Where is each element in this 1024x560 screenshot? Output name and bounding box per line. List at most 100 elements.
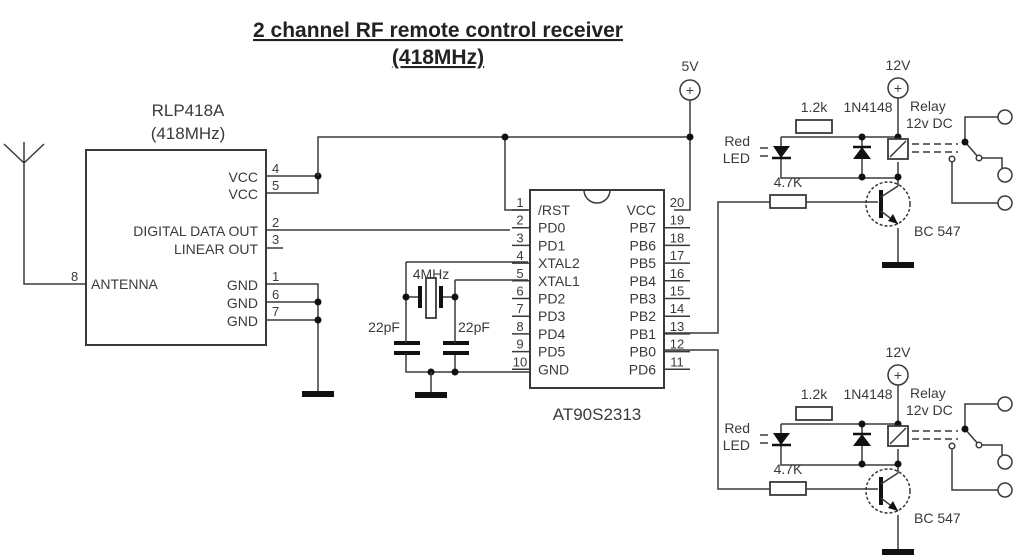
plus-sign: + (894, 80, 902, 96)
mcu-pin-label: PB0 (630, 344, 657, 360)
mcu-pin-label: PB5 (630, 255, 657, 271)
mcu-pin-label: /RST (538, 202, 570, 218)
supply-12v-label: 12V (886, 344, 912, 360)
transistor-label: BC 547 (914, 510, 961, 526)
plus-sign: + (686, 82, 694, 98)
resistor-4-7k (769, 194, 807, 209)
diode-icon (853, 145, 871, 159)
diode-icon (853, 432, 871, 446)
mcu-pin-number: 11 (670, 354, 684, 369)
base-resistor-label: 4.7K (774, 174, 803, 190)
mcu-pin-label: PD0 (538, 220, 565, 236)
led-resistor-label: 1.2k (801, 386, 828, 402)
supply-5v-label: 5V (681, 58, 699, 74)
mcu-pin-number: 17 (670, 248, 684, 263)
capacitor-icon (394, 341, 420, 355)
supply-5v: 5V + (679, 58, 701, 101)
pin-label: GND (227, 277, 258, 293)
mcu-name: AT90S2313 (553, 405, 642, 424)
pin-number: 4 (272, 161, 279, 176)
mcu-pin-number: 18 (670, 230, 684, 245)
relay-coil-icon (887, 138, 909, 160)
pin-label: VCC (228, 186, 258, 202)
mcu-pin-label: PD6 (629, 361, 656, 377)
mcu-pin-number: 1 (516, 195, 523, 210)
mcu-pin-label: VCC (626, 202, 656, 218)
led-icon (760, 433, 791, 447)
diode-label: 1N4148 (843, 386, 892, 402)
crystal-circuit: 4MHz 22pF 22pF (368, 261, 530, 398)
mcu-pin-label: PD2 (538, 291, 565, 307)
mcu-pin-number: 14 (670, 301, 684, 316)
supply-12v-label: 12V (886, 57, 912, 73)
mcu-pin-number: 2 (516, 213, 523, 228)
pin-label: ANTENNA (91, 276, 159, 292)
transistor-npn-icon (865, 468, 911, 514)
mcu-pin-number: 19 (670, 213, 684, 228)
relay-label-1: Relay (910, 98, 946, 114)
pin-label: VCC (228, 169, 258, 185)
mcu-pin-label: PB1 (630, 326, 657, 342)
mcu-pin-number: 8 (516, 319, 523, 334)
cap-left-label: 22pF (368, 319, 400, 335)
pin-number: 6 (272, 287, 279, 302)
base-resistor-label: 4.7K (774, 461, 803, 477)
mcu-at90s2313: AT90S2313 (529, 189, 665, 424)
mcu-pin-label: PB3 (630, 291, 657, 307)
resistor-1-2k (795, 406, 833, 421)
led-label-1: Red (724, 133, 750, 149)
receiver-module: RLP418A (418MHz) VCC VCC DIGITAL DATA OU… (71, 101, 510, 395)
resistor-4-7k (769, 481, 807, 496)
output-terminal (997, 195, 1013, 211)
transistor-label: BC 547 (914, 223, 961, 239)
mcu-pin-number: 10 (513, 354, 527, 369)
pin-number: 2 (272, 215, 279, 230)
mcu-pin-label: XTAL1 (538, 273, 580, 289)
resistor-1-2k (795, 119, 833, 134)
plus-terminal-icon (679, 79, 701, 101)
led-label-2: LED (723, 150, 750, 166)
mcu-pin-number: 3 (516, 230, 523, 245)
pin-label: LINEAR OUT (174, 241, 258, 257)
pin-number: 8 (71, 269, 78, 284)
pin-label: GND (227, 313, 258, 329)
antenna-icon (3, 142, 86, 285)
output-terminal (997, 167, 1013, 183)
diode-label: 1N4148 (843, 99, 892, 115)
mcu-pin-label: PB2 (630, 308, 657, 324)
mcu-pin-label: PD1 (538, 237, 565, 253)
mcu-pin-number: 16 (670, 266, 684, 281)
pin-number: 7 (272, 304, 279, 319)
mcu-pin-number: 15 (670, 284, 684, 299)
crystal-icon (425, 277, 437, 319)
pin-label: GND (227, 295, 258, 311)
mcu-notch (583, 189, 611, 204)
output-terminal (997, 109, 1013, 125)
mcu-pin-label: XTAL2 (538, 255, 580, 271)
relay-coil-icon (887, 425, 909, 447)
relay-label-1: Relay (910, 385, 946, 401)
mcu-pin-label: PD3 (538, 308, 565, 324)
mcu-pin-number: 7 (516, 301, 523, 316)
plus-sign: + (894, 367, 902, 383)
pin-number: 1 (272, 269, 279, 284)
led-resistor-label: 1.2k (801, 99, 828, 115)
pin-number: 5 (272, 178, 279, 193)
capacitor-icon (443, 341, 469, 355)
mcu-pin-number: 20 (670, 195, 684, 210)
led-label-2: LED (723, 437, 750, 453)
mcu-pin-number: 4 (516, 248, 523, 263)
mcu-pin-number: 13 (670, 319, 684, 334)
pin-label: DIGITAL DATA OUT (133, 223, 258, 239)
mcu-pin-label: PD4 (538, 326, 565, 342)
mcu-body (529, 189, 665, 389)
mcu-pin-label: PB4 (630, 273, 657, 289)
title-line-1: 2 channel RF remote control receiver (253, 19, 623, 42)
receiver-name: RLP418A (152, 101, 225, 120)
mcu-pin-label: PD5 (538, 344, 565, 360)
mcu-pin-number: 5 (516, 266, 523, 281)
